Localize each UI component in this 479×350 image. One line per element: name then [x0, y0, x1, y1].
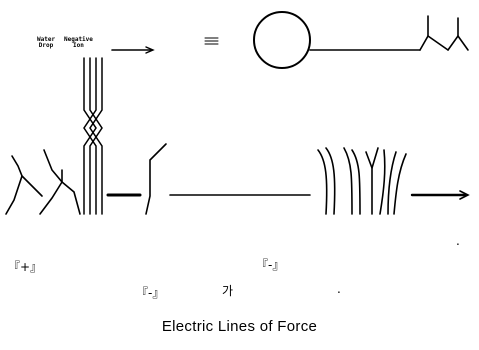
circle-water-drop	[253, 11, 421, 69]
water-label-line2: Drop	[38, 42, 54, 49]
top-arrow	[111, 46, 155, 54]
plus-mark: 『+』	[8, 260, 43, 274]
vertical-field-lines	[83, 57, 103, 215]
text-line3-period: .	[337, 282, 341, 296]
equals-symbol	[204, 37, 219, 45]
minus-mark-2: 『-』	[136, 286, 165, 300]
small-connector	[145, 143, 167, 215]
minus-mark-1: 『-』	[256, 258, 285, 272]
negative-label-line1: Negative	[64, 36, 93, 43]
negative-label-line2: Ion	[73, 42, 84, 49]
water-label-line1: Water	[37, 36, 56, 43]
y-branch-right	[419, 15, 469, 51]
water-drop-label: Water Drop	[37, 37, 55, 49]
bottom-arrow	[410, 190, 470, 200]
y-branch-left	[5, 149, 81, 215]
curved-field-lines	[317, 147, 407, 215]
text-line1-period: .	[456, 234, 460, 248]
ga-text: 가	[222, 284, 234, 298]
negative-ion-label: Negative Ion	[64, 37, 93, 49]
figure-caption: Electric Lines of Force	[161, 318, 318, 335]
